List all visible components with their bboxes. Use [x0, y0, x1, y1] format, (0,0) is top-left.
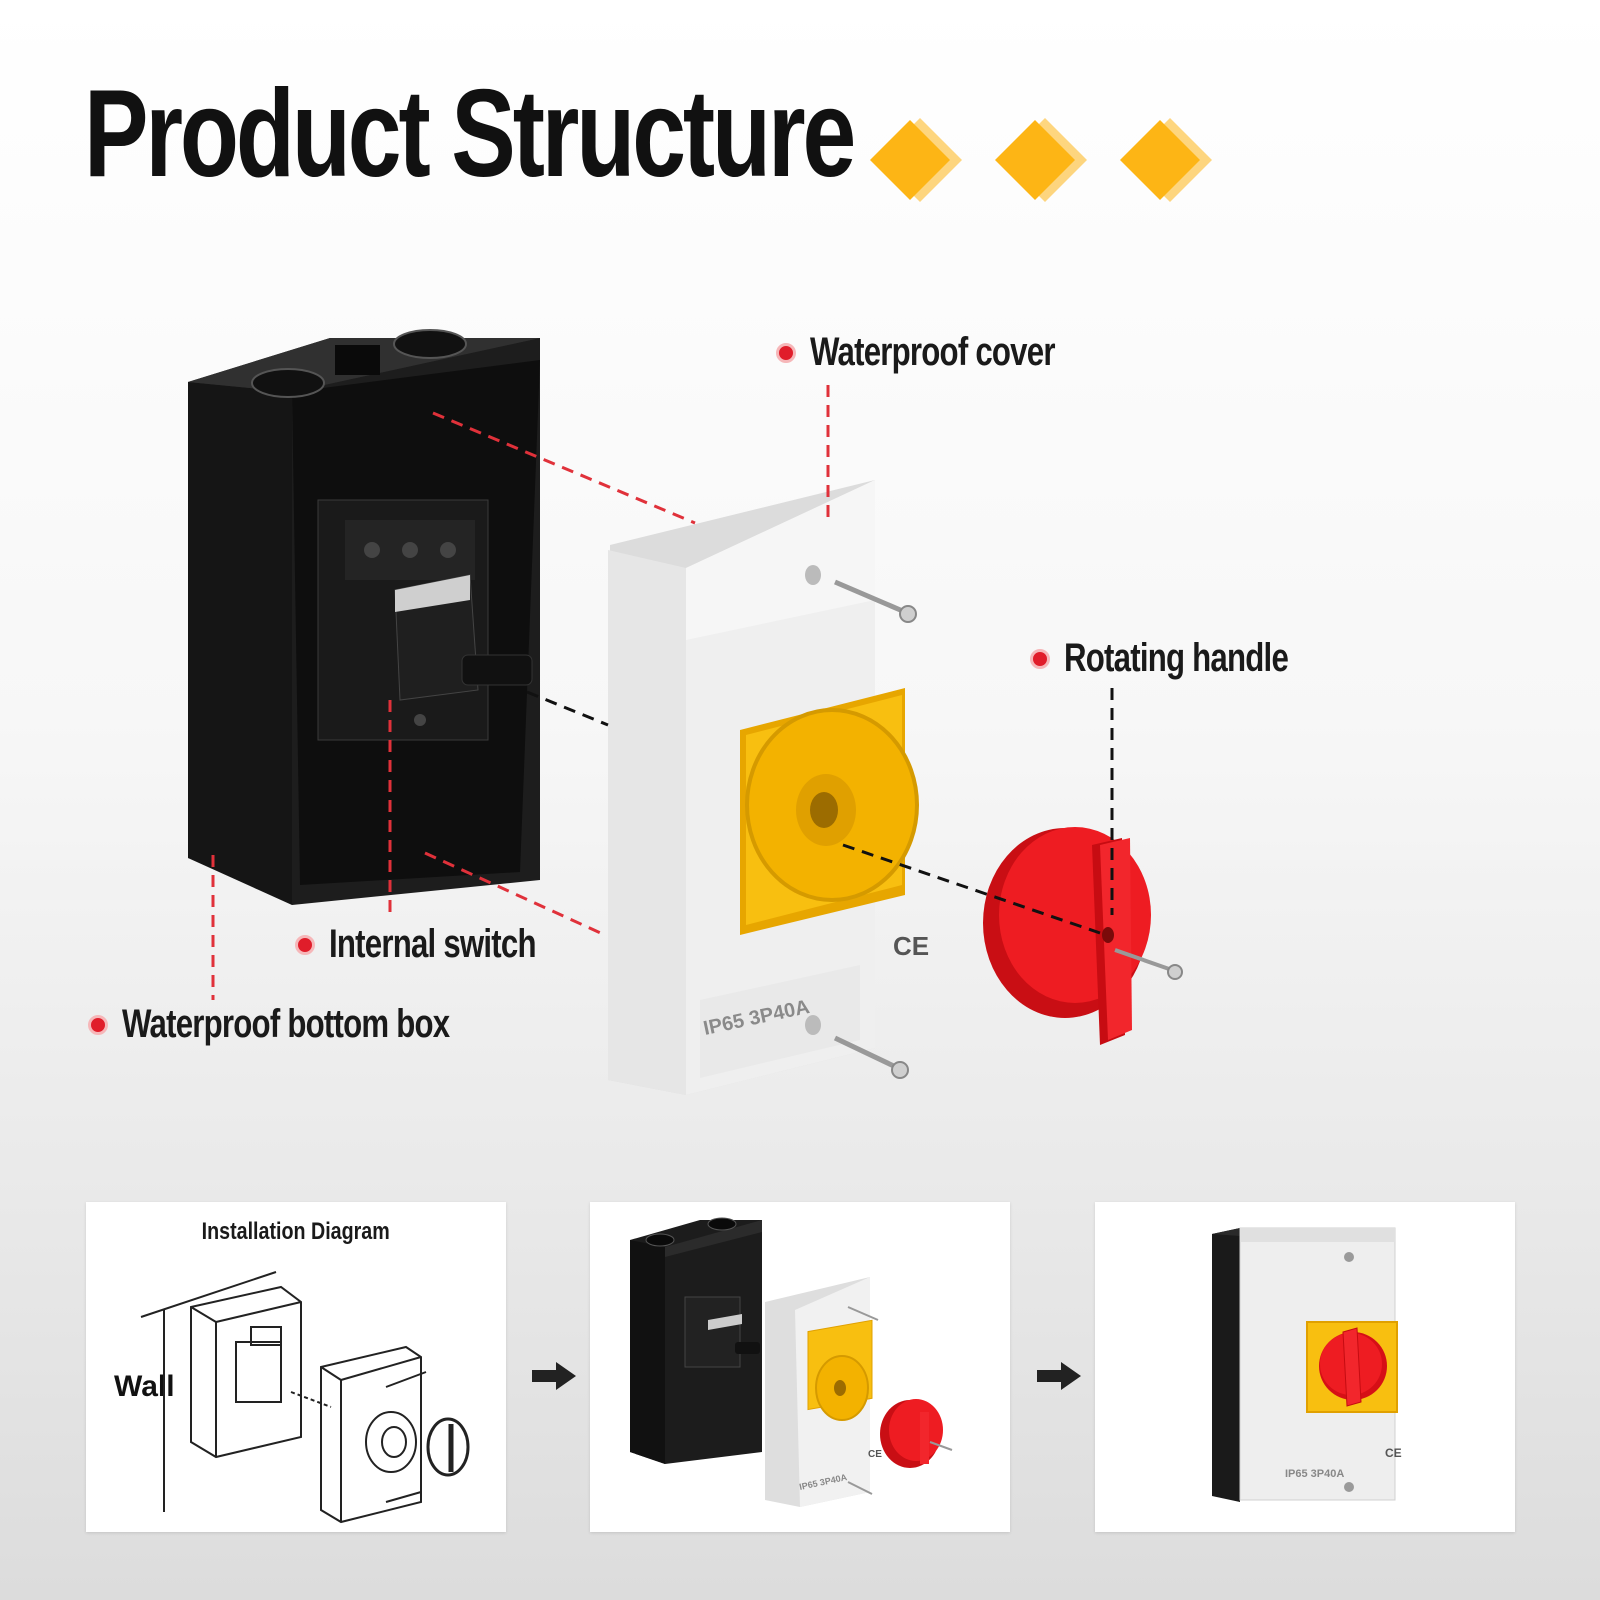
screw-icon — [1114, 948, 1183, 980]
arrow-right-icon — [1037, 1362, 1081, 1390]
diamond-icon — [1120, 118, 1212, 202]
screw-icon — [834, 579, 917, 623]
exploded-step-panel: CE IP65 3P40A — [590, 1202, 1010, 1532]
installation-line-drawing — [140, 1271, 470, 1524]
cert-mark: CE — [1385, 1446, 1402, 1460]
yellow-handle-base — [740, 688, 919, 935]
internal-switch — [317, 499, 533, 741]
callout-dot-icon — [88, 1014, 108, 1035]
installation-diagram-title: Installation Diagram — [201, 1218, 391, 1245]
waterproof-bottom-box — [188, 329, 540, 905]
callout-dot-icon — [776, 342, 796, 363]
callout-dot-icon — [1030, 648, 1050, 669]
callout-waterproof-bottom-box: Waterproof bottom box — [88, 1002, 542, 1047]
installation-diagram-panel: Installation Diagram Wall — [86, 1202, 506, 1532]
screw-icon — [833, 1035, 909, 1079]
cert-mark: CE — [868, 1449, 882, 1460]
waterproof-cover: CE IP65 3P40A — [608, 480, 929, 1095]
exploded-view-diagram: CE IP65 3P40A — [188, 118, 1212, 1095]
exploded-step-illustration: CE IP65 3P40A — [630, 1217, 953, 1507]
page-title: Product Structure — [84, 65, 856, 203]
rating-label: IP65 3P40A — [1285, 1468, 1344, 1480]
callout-dot-icon — [295, 934, 315, 955]
callout-rotating-handle: Rotating handle — [1030, 636, 1351, 681]
assembled-product-illustration: CE IP65 3P40A — [1212, 1227, 1402, 1502]
cert-mark: CE — [893, 931, 929, 961]
rotating-handle — [983, 827, 1151, 1045]
guide-lines — [211, 385, 1114, 1000]
diamond-icon — [995, 118, 1087, 202]
callout-waterproof-cover: Waterproof cover — [776, 330, 1124, 375]
arrow-right-icon — [532, 1362, 576, 1390]
callout-internal-switch: Internal switch — [295, 922, 594, 967]
diamond-icon — [870, 118, 962, 202]
assembled-step-panel: CE IP65 3P40A — [1095, 1202, 1515, 1532]
